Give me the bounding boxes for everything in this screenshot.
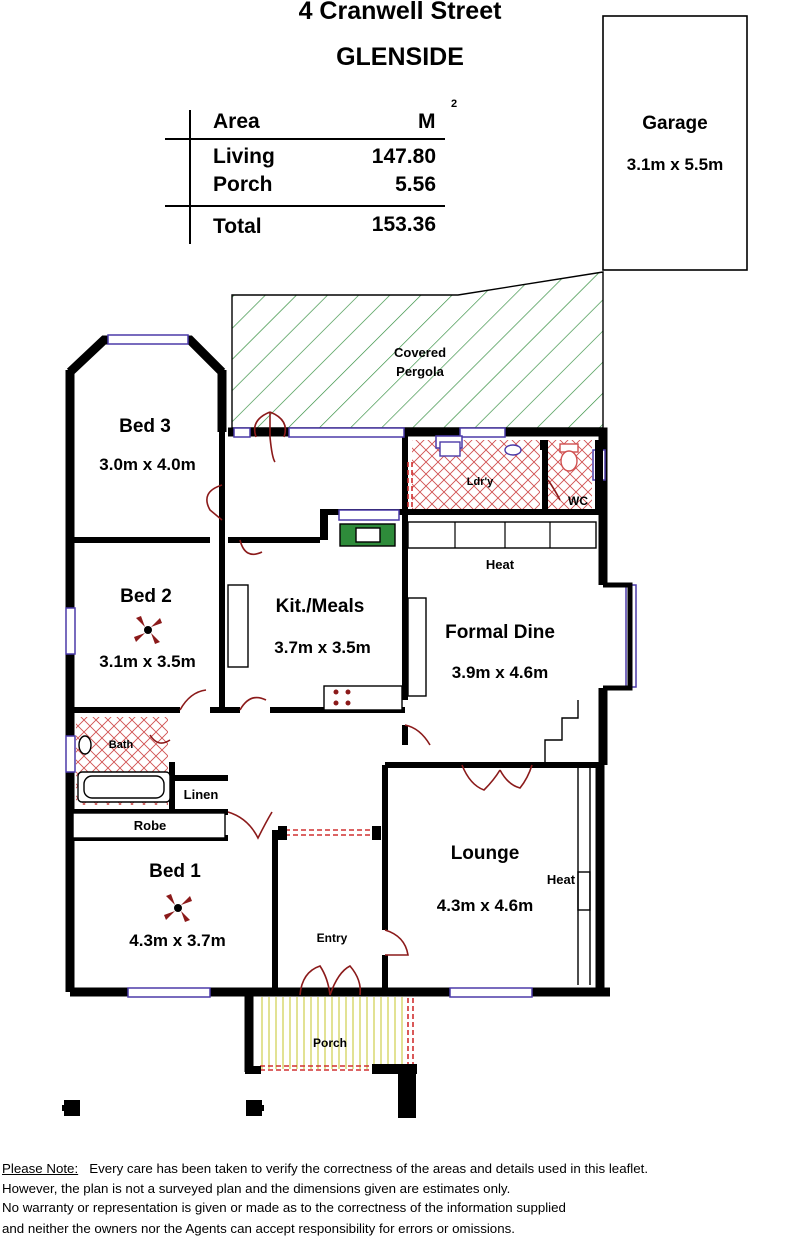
area-row-value: 147.80 (371, 145, 436, 168)
lounge-dims: 4.3m x 4.6m (436, 896, 534, 915)
front-garden-bed (80, 1102, 248, 1114)
bed2-label: Bed 2 (120, 586, 172, 607)
formal-dine-heat-label: Heat (485, 557, 515, 572)
area-total-label: Total (213, 215, 262, 238)
wall-stubs (320, 440, 603, 540)
lounge-heat-label: Heat (546, 872, 576, 887)
disclaimer-line4: and neither the owners nor the Agents ca… (2, 1221, 515, 1236)
disclaimer-lead: Please Note: (2, 1161, 79, 1176)
ceiling-fan-icon (134, 616, 162, 644)
wc-label: WC (568, 494, 588, 508)
robe-outline (72, 812, 226, 839)
laundry-tub-icon (439, 441, 522, 457)
disclaimer-text: Every care has been taken to verify the … (89, 1161, 649, 1176)
kitchen-fixtures (227, 521, 597, 711)
disclaimer-line2: However, the plan is not a surveyed plan… (2, 1181, 511, 1196)
formal-dine-label: Formal Dine (445, 622, 555, 643)
pergola-area (231, 271, 604, 429)
formal-dine-steps (544, 700, 579, 765)
lounge-shelving (577, 768, 591, 985)
garden-post (246, 1100, 262, 1116)
kitchen-dims: 3.7m x 3.5m (274, 638, 371, 657)
lounge-label: Lounge (450, 843, 520, 864)
entry-label: Entry (316, 931, 348, 945)
address-title: 4 Cranwell Street (298, 0, 502, 25)
kitchen-label: Kit./Meals (275, 596, 365, 617)
bed3-label: Bed 3 (119, 416, 171, 437)
linen-label: Linen (183, 787, 219, 802)
open-passages (260, 462, 414, 1071)
garage-label: Garage (642, 113, 708, 134)
area-row-label: Porch (213, 173, 273, 196)
area-unit: M (418, 110, 436, 133)
laundry-label: Ldr'y (466, 476, 494, 488)
garden-post (64, 1100, 80, 1116)
door-jambs (278, 826, 381, 840)
wc-toilet-icon (559, 443, 579, 472)
area-row-value: 5.56 (395, 173, 436, 196)
area-table-lines (165, 110, 445, 244)
bed2-dims: 3.1m x 3.5m (99, 652, 196, 671)
porch-label: Porch (312, 1036, 347, 1050)
area-col-label: Area (213, 110, 260, 133)
cooktop-icon (333, 689, 351, 706)
ceiling-fan-icon (164, 894, 192, 922)
robe-label: Robe (133, 818, 167, 833)
pergola-label-line1: Covered (393, 345, 447, 360)
bathtub-icon (77, 735, 171, 803)
bed1-label: Bed 1 (149, 861, 201, 882)
formal-dine-bay (603, 582, 633, 691)
bed3-dims: 3.0m x 4.0m (99, 455, 196, 474)
door-swings (149, 411, 561, 996)
area-unit-superscript: 2 (451, 98, 458, 110)
area-total-value: 153.36 (371, 213, 436, 236)
disclaimer-line1: Please Note: Every care has been taken t… (2, 1160, 648, 1177)
formal-dine-heater (454, 522, 551, 548)
area-row-label: Living (213, 145, 275, 168)
porch-floor (258, 997, 404, 1069)
pergola-label-line2: Pergola (396, 364, 444, 379)
garage-dims: 3.1m x 5.5m (626, 155, 724, 174)
porch-posts (245, 1064, 417, 1118)
suburb-title: GLENSIDE (336, 43, 464, 71)
bath-label: Bath (108, 739, 134, 751)
disclaimer-line3: No warranty or representation is given o… (2, 1200, 566, 1215)
garage-outline (602, 15, 748, 271)
formal-dine-dims: 3.9m x 4.6m (451, 663, 549, 682)
bed1-dims: 4.3m x 3.7m (129, 931, 226, 950)
